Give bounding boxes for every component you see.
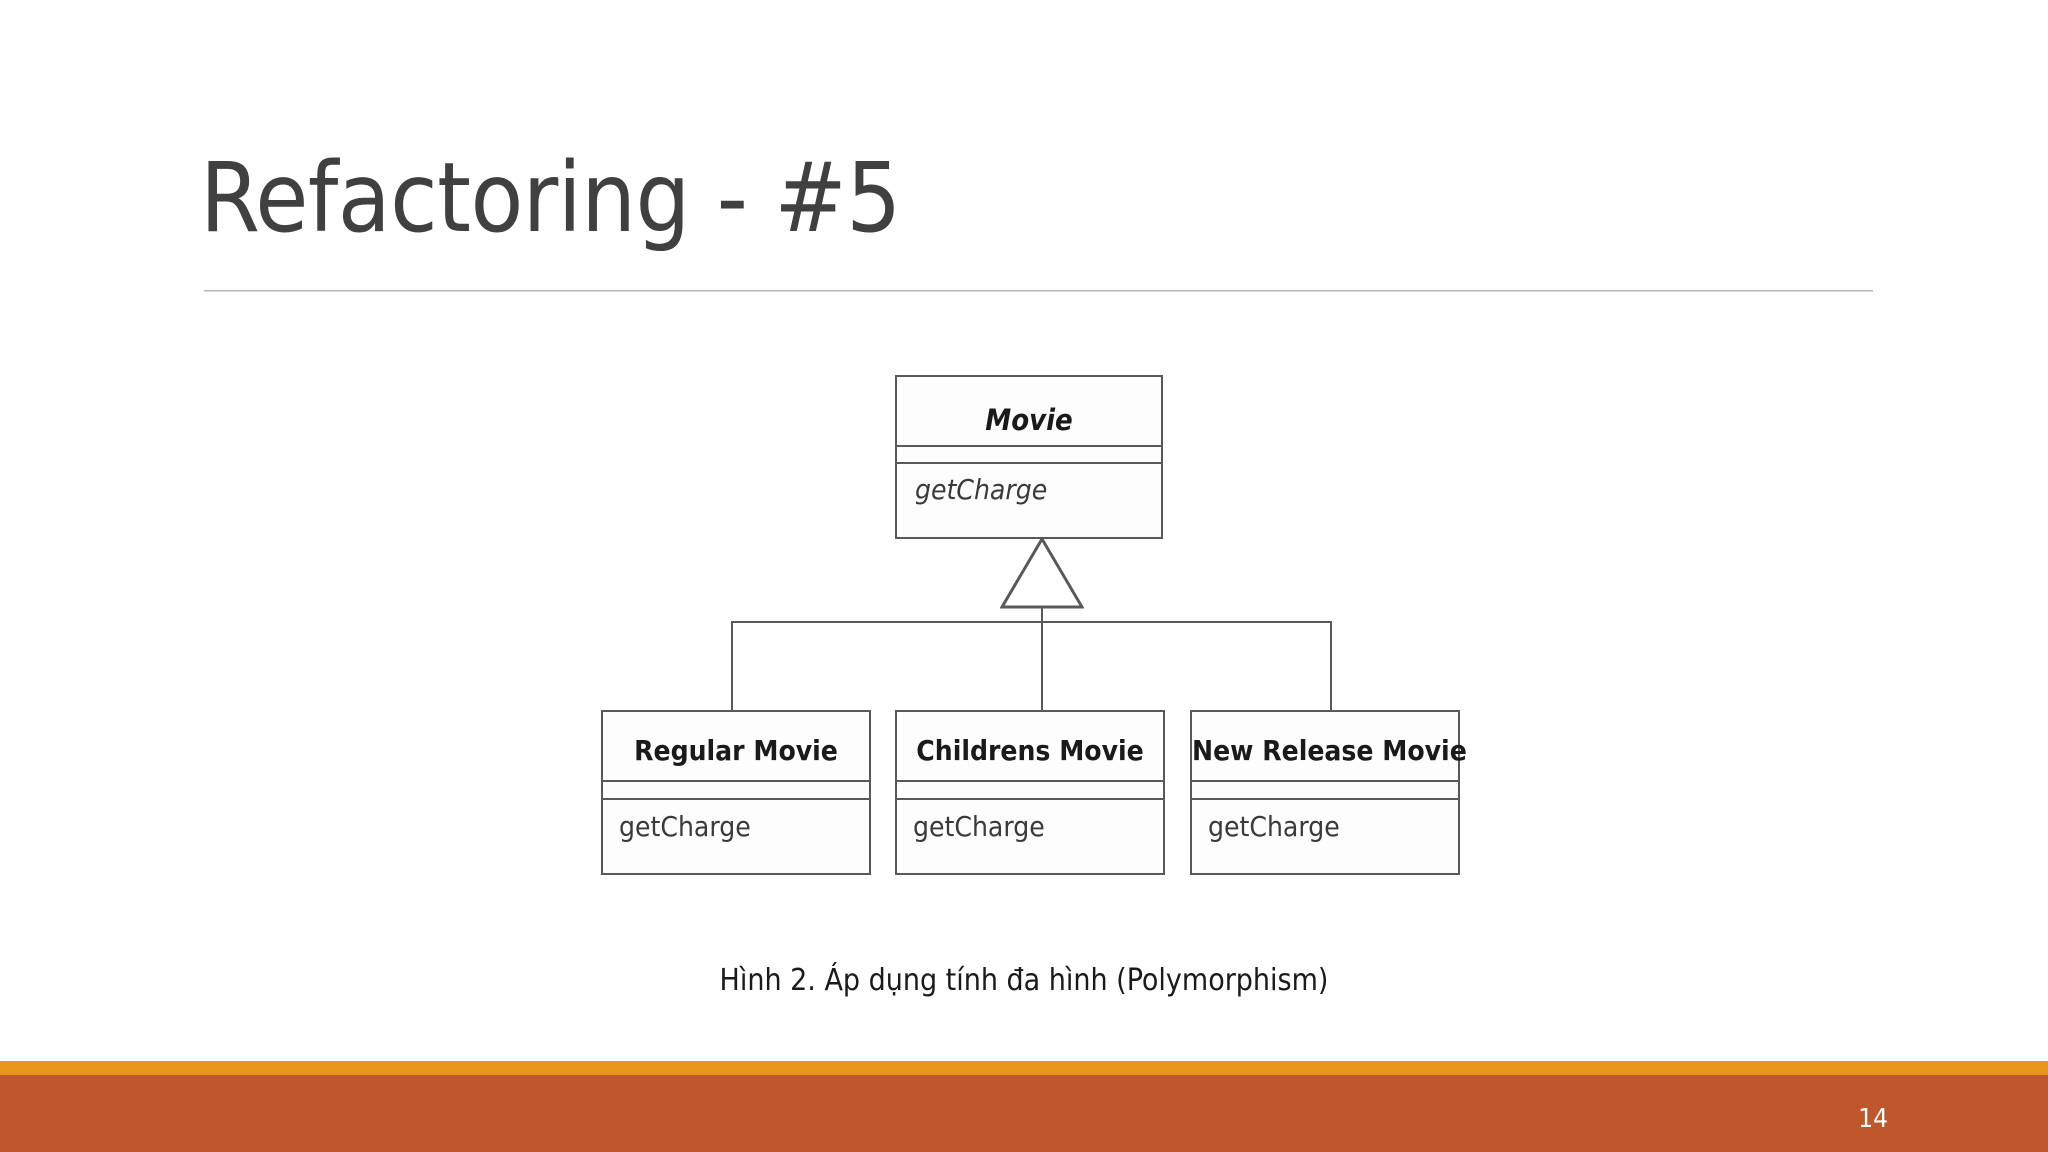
uml-method-name: getCharge [913, 810, 1045, 843]
page-number: 14 [1858, 1104, 1888, 1134]
inheritance-triangle-icon [1000, 537, 1084, 609]
connector-branch-center [1041, 621, 1043, 711]
uml-class-name: New Release Movie [1192, 734, 1467, 767]
uml-compartment-divider [1192, 780, 1458, 782]
uml-class-movie: Movie getCharge [895, 375, 1163, 539]
uml-class-childrens-movie: Childrens Movie getCharge [895, 710, 1165, 875]
connector-branch-left [731, 621, 733, 711]
uml-compartment-divider [603, 780, 869, 782]
uml-compartment-divider [897, 445, 1161, 447]
title-divider [204, 290, 1873, 292]
connector-branch-right [1330, 621, 1332, 711]
page-title: Refactoring - #5 [200, 142, 901, 254]
uml-class-name: Childrens Movie [916, 734, 1144, 767]
uml-class-name: Regular Movie [634, 734, 838, 767]
uml-compartment-divider [1192, 798, 1458, 800]
uml-class-name: Movie [985, 403, 1073, 437]
uml-method-name: getCharge [619, 810, 751, 843]
footer-band [0, 1075, 2048, 1152]
uml-class-new-release-movie: New Release Movie getCharge [1190, 710, 1467, 875]
uml-compartment-divider [897, 780, 1163, 782]
connector-trunk [1041, 607, 1043, 623]
uml-method-name: getCharge [1208, 810, 1340, 843]
footer-accent-stripe [0, 1061, 2048, 1075]
figure-caption: Hình 2. Áp dụng tính đa hình (Polymorphi… [719, 963, 1329, 998]
uml-compartment-divider [603, 798, 869, 800]
uml-compartment-divider [897, 798, 1163, 800]
uml-compartment-divider [897, 462, 1161, 464]
connector-bus [731, 621, 1332, 623]
uml-class-regular-movie: Regular Movie getCharge [601, 710, 871, 875]
uml-method-name: getCharge [915, 473, 1048, 506]
